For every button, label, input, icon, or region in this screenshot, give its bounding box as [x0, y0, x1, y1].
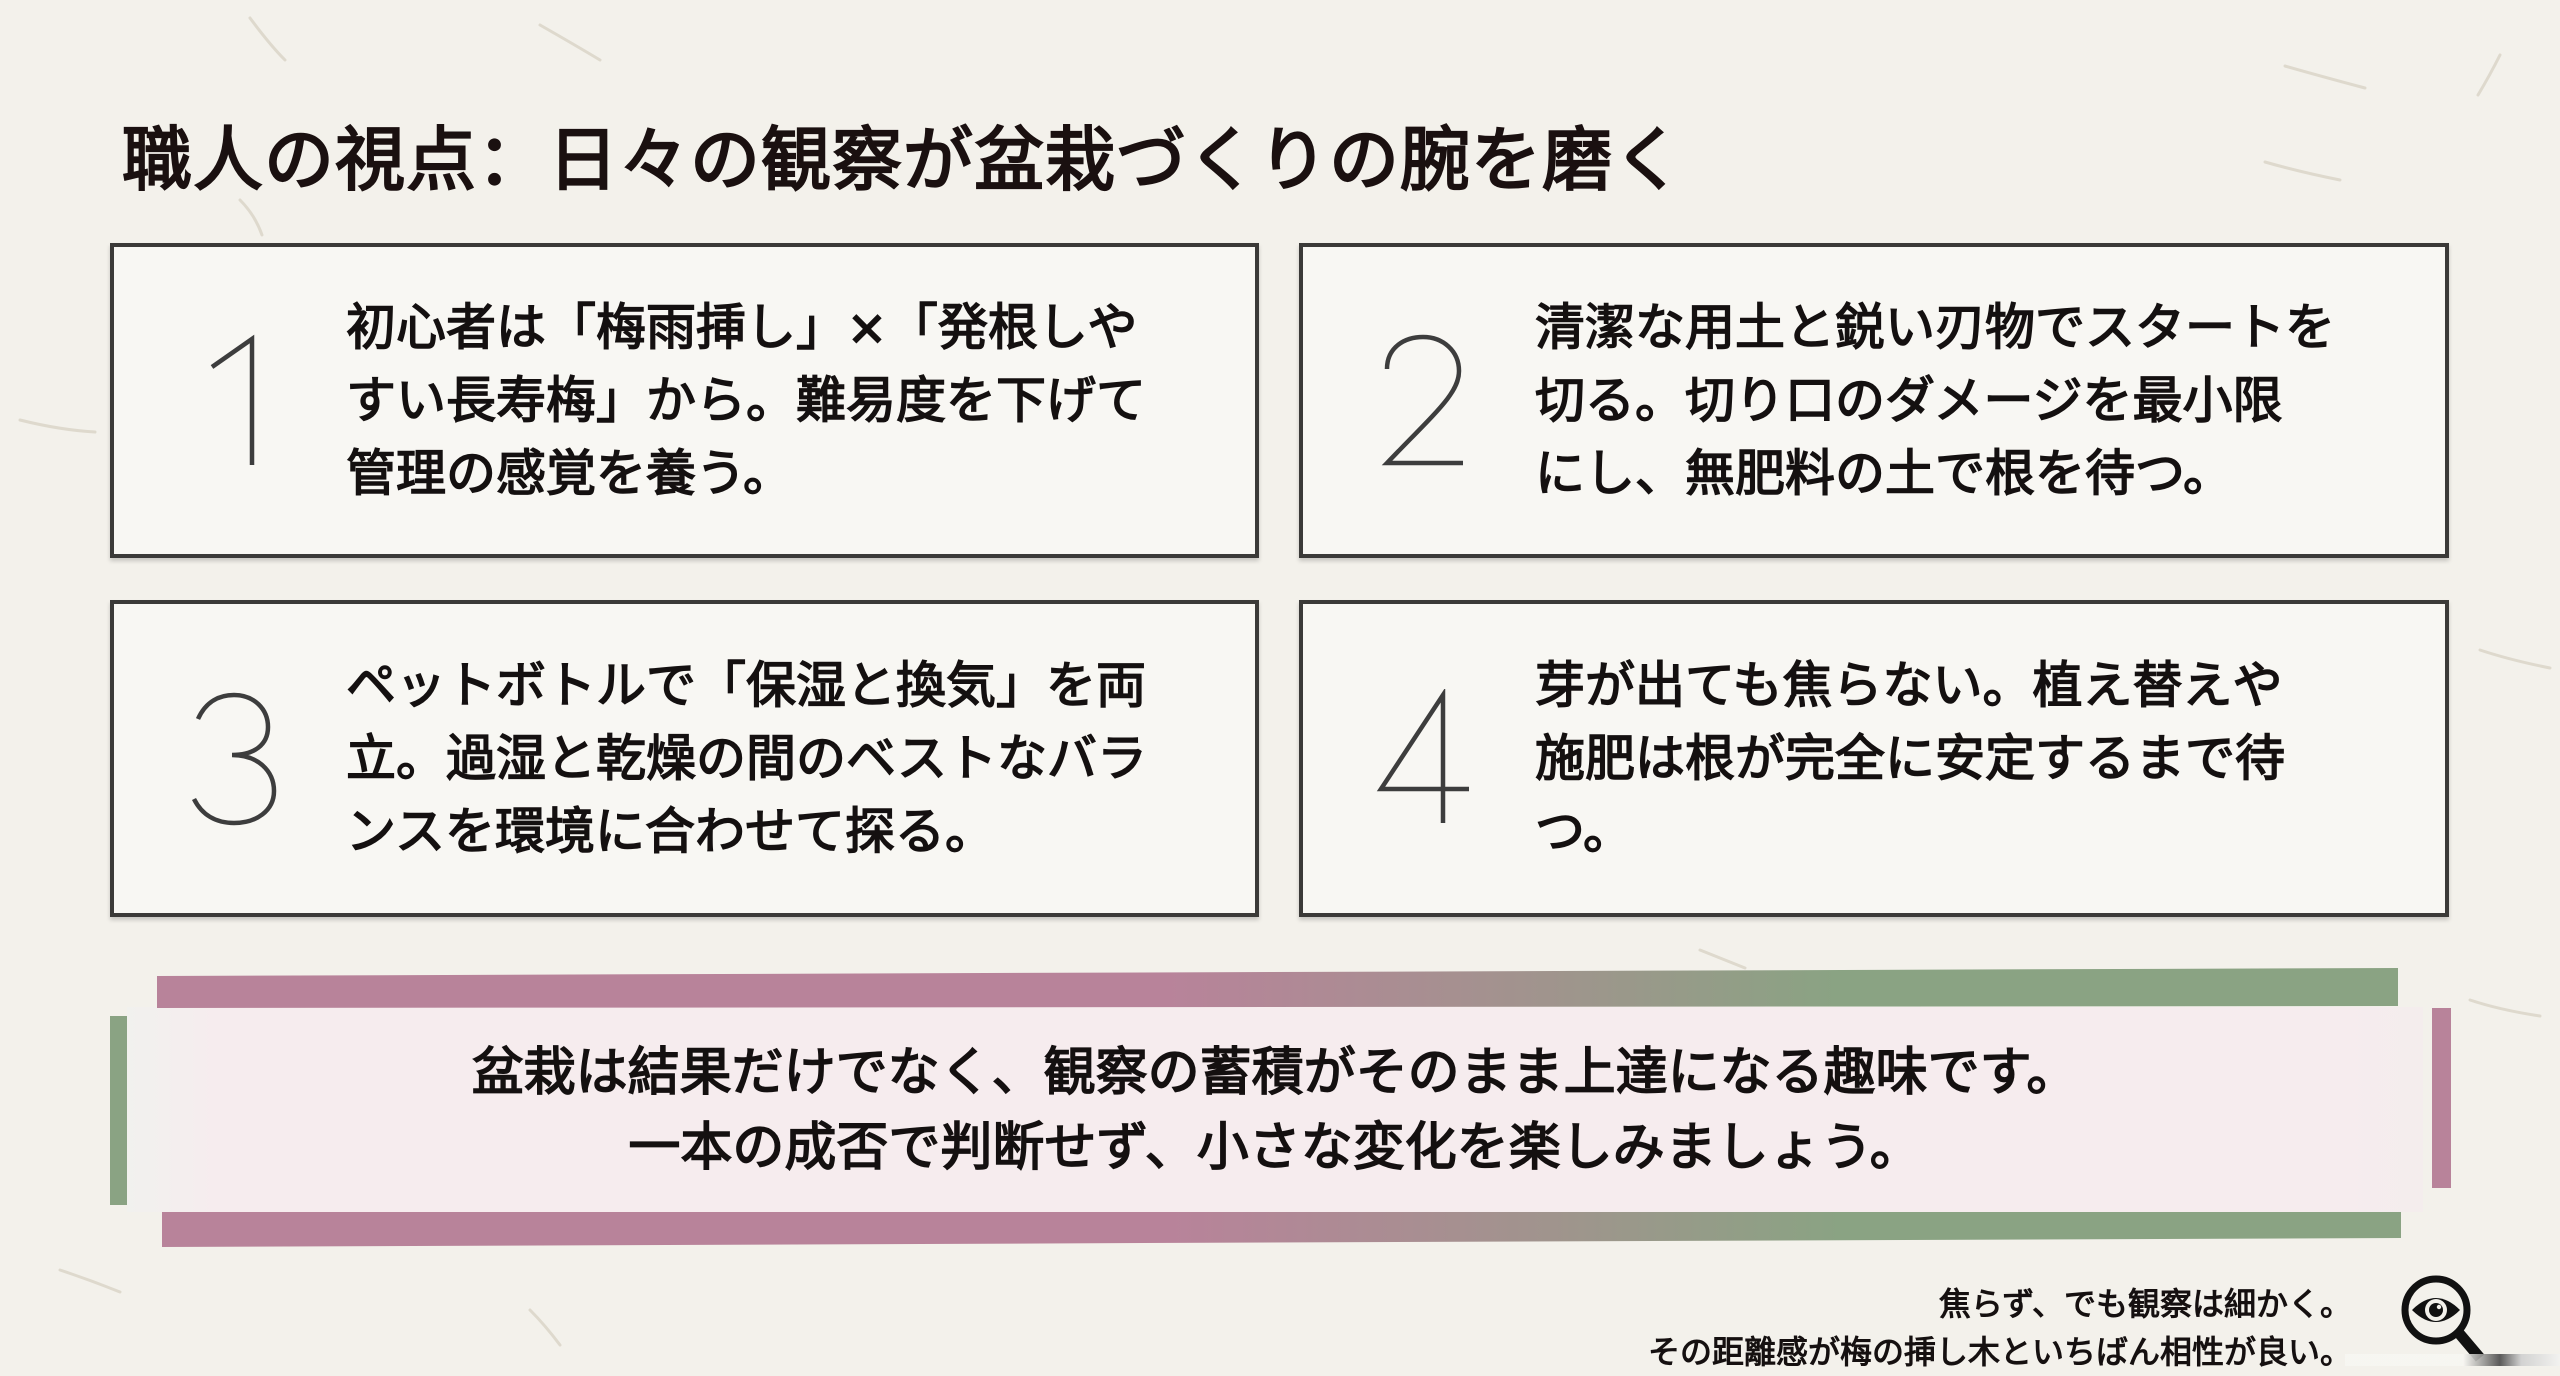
- banner-top-bar: [157, 968, 2398, 1008]
- card-text-line: つ。: [1535, 802, 1633, 860]
- card-number: [1343, 688, 1503, 829]
- summary-banner: [127, 1007, 2423, 1212]
- banner-bottom-bar: [162, 1212, 2401, 1247]
- number-2-glyph: [1381, 334, 1463, 465]
- card-text-line: すい長寿梅」から。難易度を下げて: [346, 371, 1146, 429]
- card-text-line: 芽が出ても焦らない。植え替えや: [1535, 656, 2283, 714]
- banner-text: 盆栽は結果だけでなく、観察の蓄積がそのまま上達になる趣味です。 一本の成否で判断…: [127, 1036, 2423, 1186]
- tip-card-4: 芽が出ても焦らない。植え替えや 施肥は根が完全に安定するまで待 つ。: [1299, 600, 2449, 917]
- card-text-line: ペットボトルで「保湿と換気」を両: [346, 656, 1146, 714]
- tip-card-1: 初心者は「梅雨挿し」×「発根しや すい長寿梅」から。難易度を下げて 管理の感覚を…: [110, 243, 1259, 558]
- caption-line: その距離感が梅の挿し木といちばん相性が良い。: [1647, 1333, 2352, 1371]
- card-number: [1343, 331, 1503, 471]
- card-text-line: にし、無肥料の土で根を待つ。: [1535, 444, 2233, 502]
- card-number: [154, 331, 314, 471]
- card-text: ペットボトルで「保湿と換気」を両 立。過湿と乾燥の間のベストなバラ ンスを環境に…: [346, 649, 1215, 868]
- number-4-glyph: [1376, 688, 1469, 823]
- number-1-glyph: [210, 334, 255, 465]
- banner-line: 一本の成否で判断せず、小さな変化を楽しみましょう。: [628, 1118, 1922, 1178]
- card-text-line: 切る。切り口のダメージを最小限: [1535, 371, 2283, 429]
- card-text-line: 管理の感覚を養う。: [346, 444, 793, 502]
- tip-card-2: 清潔な用土と鋭い刃物でスタートを 切る。切り口のダメージを最小限 にし、無肥料の…: [1299, 243, 2449, 558]
- card-text: 初心者は「梅雨挿し」×「発根しや すい長寿梅」から。難易度を下げて 管理の感覚を…: [346, 291, 1215, 510]
- card-text-line: ンスを環境に合わせて探る。: [346, 802, 995, 860]
- card-text-line: 立。過湿と乾燥の間のベストなバラ: [346, 729, 1147, 787]
- page-title: 職人の視点：日々の観察が盆栽づくりの腕を磨く: [122, 118, 1684, 201]
- card-text: 芽が出ても焦らない。植え替えや 施肥は根が完全に安定するまで待 つ。: [1535, 649, 2405, 868]
- banner-left-accent: [110, 1016, 127, 1205]
- banner-line: 盆栽は結果だけでなく、観察の蓄積がそのまま上達になる趣味です。: [471, 1043, 2079, 1103]
- banner-right-accent: [2432, 1008, 2451, 1188]
- caption-line: 焦らず、でも観察は細かく。: [1938, 1285, 2352, 1323]
- card-text-line: 初心者は「梅雨挿し」×「発根しや: [346, 298, 1138, 356]
- card-text-line: 施肥は根が完全に安定するまで待: [1535, 729, 2285, 787]
- viewer-edge-artifact: [2345, 1354, 2560, 1366]
- footer-caption: 焦らず、でも観察は細かく。 その距離感が梅の挿し木といちばん相性が良い。: [1648, 1280, 2352, 1376]
- magnifier-eye-icon: [2401, 1275, 2485, 1362]
- tip-card-3: ペットボトルで「保湿と換気」を両 立。過湿と乾燥の間のベストなバラ ンスを環境に…: [110, 600, 1259, 917]
- card-text-line: 清潔な用土と鋭い刃物でスタートを: [1535, 298, 2335, 356]
- number-3-glyph: [191, 692, 277, 825]
- card-number: [154, 689, 314, 829]
- card-text: 清潔な用土と鋭い刃物でスタートを 切る。切り口のダメージを最小限 にし、無肥料の…: [1535, 291, 2405, 510]
